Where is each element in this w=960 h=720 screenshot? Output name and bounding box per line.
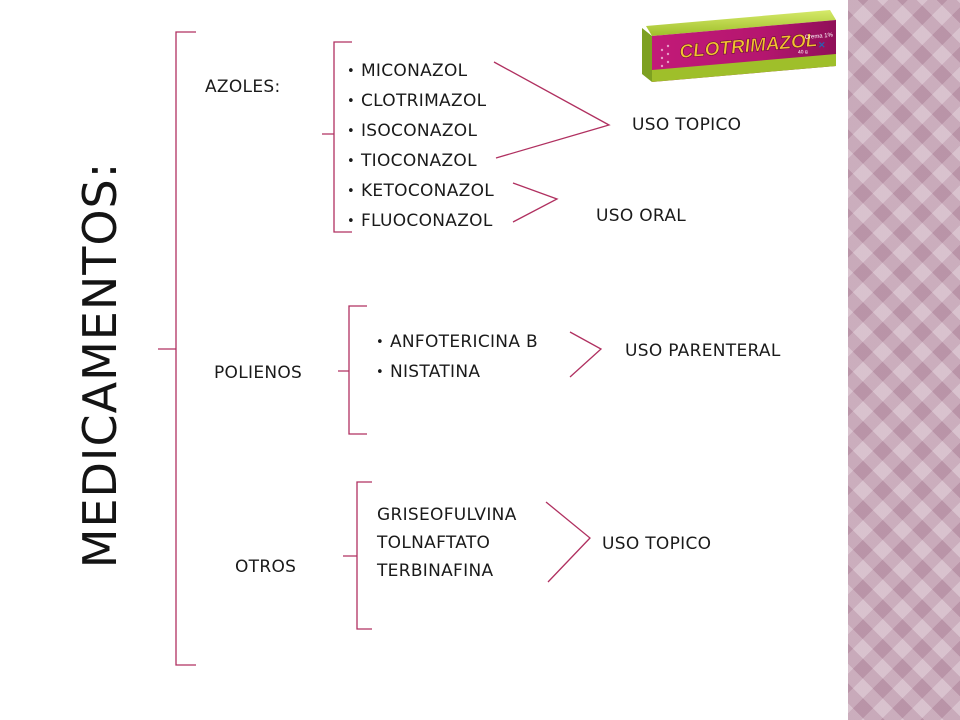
list-item: MICONAZOL	[347, 57, 494, 87]
main-bracket	[158, 31, 196, 666]
parenteral-chevron	[569, 331, 603, 378]
list-item: TERBINAFINA	[377, 561, 494, 581]
polienos-bracket	[338, 305, 367, 435]
list-item: TIOCONAZOL	[347, 147, 494, 177]
use-topical-label: USO TOPICO	[632, 115, 742, 135]
otros-label: OTROS	[235, 557, 297, 577]
list-item: TOLNAFTATO	[377, 533, 491, 553]
oral-chevron	[512, 182, 559, 223]
polienos-label: POLIENOS	[214, 363, 303, 383]
list-item: ISOCONAZOL	[347, 117, 494, 147]
variant-text: Crema 1%	[804, 33, 833, 42]
use-oral-label: USO ORAL	[596, 206, 687, 226]
list-item: FLUOCONAZOL	[347, 207, 494, 237]
azoles-label: AZOLES:	[205, 77, 281, 97]
decorative-side-pattern	[845, 0, 960, 720]
polienos-list: ANFOTERICINA B NISTATINA	[376, 328, 538, 388]
list-item: NISTATINA	[376, 358, 538, 388]
list-item: CLOTRIMAZOL	[347, 87, 494, 117]
otros-topical-chevron	[545, 501, 591, 583]
otros-bracket	[343, 481, 372, 630]
weight-text: 40 g	[798, 49, 808, 56]
list-item: KETOCONAZOL	[347, 177, 494, 207]
azoles-list: MICONAZOL CLOTRIMAZOL ISOCONAZOL TIOCONA…	[347, 57, 494, 237]
otros-list: GRISEOFULVINA TOLNAFTATO TERBINAFINA	[377, 501, 517, 585]
use-parenteral-label: USO PARENTERAL	[625, 341, 781, 361]
svg-text:✕: ✕	[818, 40, 826, 50]
page-title: MEDICAMENTOS:	[73, 161, 127, 569]
topical-chevron	[493, 61, 611, 159]
list-item: ANFOTERICINA B	[376, 328, 538, 358]
clotrimazol-box-image: CLOTRIMAZOL Crema 1% 40 g ✕	[642, 10, 836, 82]
azoles-bracket	[322, 41, 352, 233]
use-topical-otros-label: USO TOPICO	[602, 534, 712, 554]
list-item: GRISEOFULVINA	[377, 505, 517, 525]
